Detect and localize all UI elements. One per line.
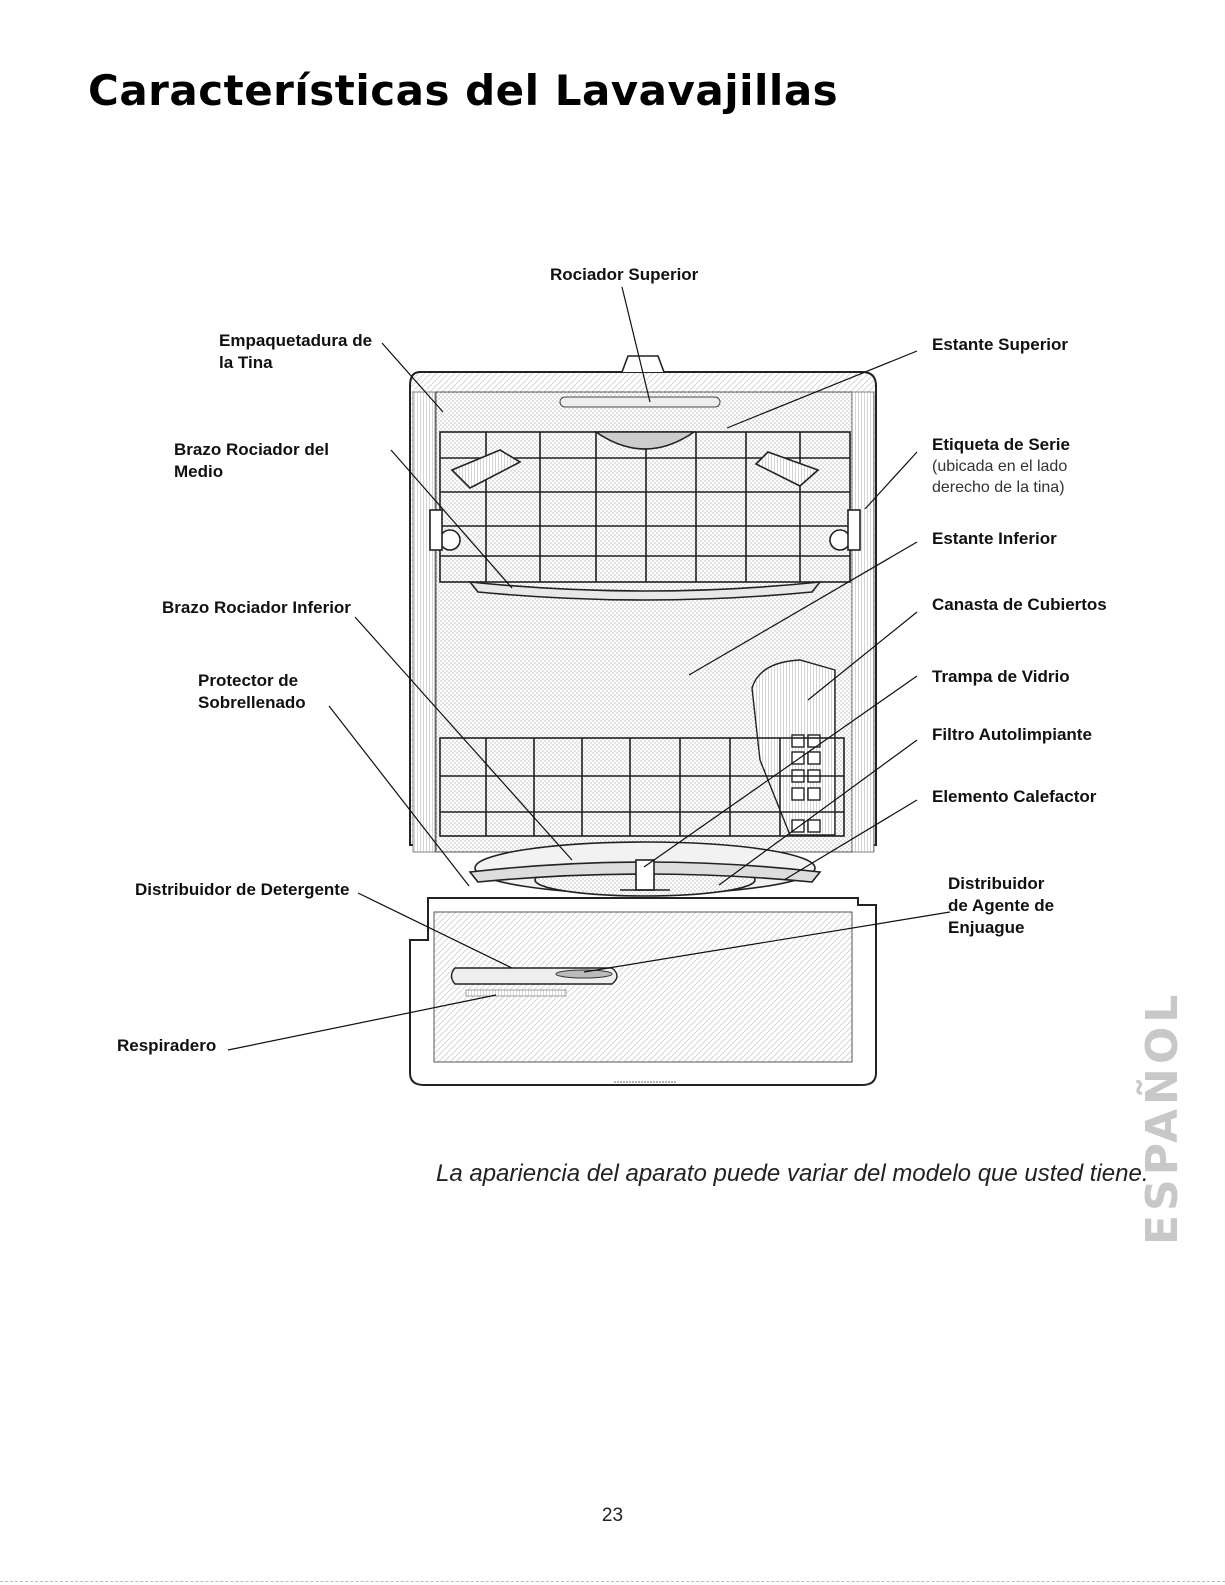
label-etiqueta-detalle: (ubicada en el lado derecho de la tina) (932, 456, 1067, 498)
label-distribuidor-agente: Distribuidor de Agente de Enjuague (948, 873, 1054, 939)
appearance-caption: La apariencia del aparato puede variar d… (436, 1160, 1149, 1188)
label-brazo-medio: Brazo Rociador del Medio (174, 439, 329, 483)
language-side-tab-text: ESPAÑOL (1138, 995, 1188, 1245)
label-line: Protector de (198, 670, 306, 692)
label-elemento-calefactor: Elemento Calefactor (932, 786, 1096, 808)
label-protector: Protector de Sobrellenado (198, 670, 306, 714)
label-line: Brazo Rociador del (174, 439, 329, 461)
label-line: Enjuague (948, 917, 1054, 939)
label-line: de Agente de (948, 895, 1054, 917)
label-filtro: Filtro Autolimpiante (932, 724, 1092, 746)
label-empaquetadura: Empaquetadura de la Tina (219, 330, 372, 374)
label-line: derecho de la tina) (932, 477, 1067, 498)
label-canasta-cubiertos: Canasta de Cubiertos (932, 594, 1107, 616)
label-line: la Tina (219, 352, 372, 374)
label-etiqueta-serie: Etiqueta de Serie (932, 434, 1070, 456)
language-side-tab: ESPAÑOL (1138, 995, 1188, 1245)
label-line: (ubicada en el lado (932, 456, 1067, 477)
label-line: Empaquetadura de (219, 330, 372, 352)
label-respiradero: Respiradero (117, 1035, 216, 1057)
dishwasher-door (410, 898, 876, 1085)
label-brazo-inferior: Brazo Rociador Inferior (162, 597, 351, 619)
label-estante-superior: Estante Superior (932, 334, 1068, 356)
bottom-rule (0, 1581, 1225, 1582)
label-distribuidor-detergente: Distribuidor de Detergente (135, 879, 349, 901)
label-line: Sobrellenado (198, 692, 306, 714)
label-line: Distribuidor (948, 873, 1054, 895)
label-rociador-superior: Rociador Superior (550, 264, 698, 286)
page-number: 23 (0, 1505, 1225, 1527)
label-trampa-vidrio: Trampa de Vidrio (932, 666, 1070, 688)
label-line: Medio (174, 461, 329, 483)
label-estante-inferior: Estante Inferior (932, 528, 1057, 550)
